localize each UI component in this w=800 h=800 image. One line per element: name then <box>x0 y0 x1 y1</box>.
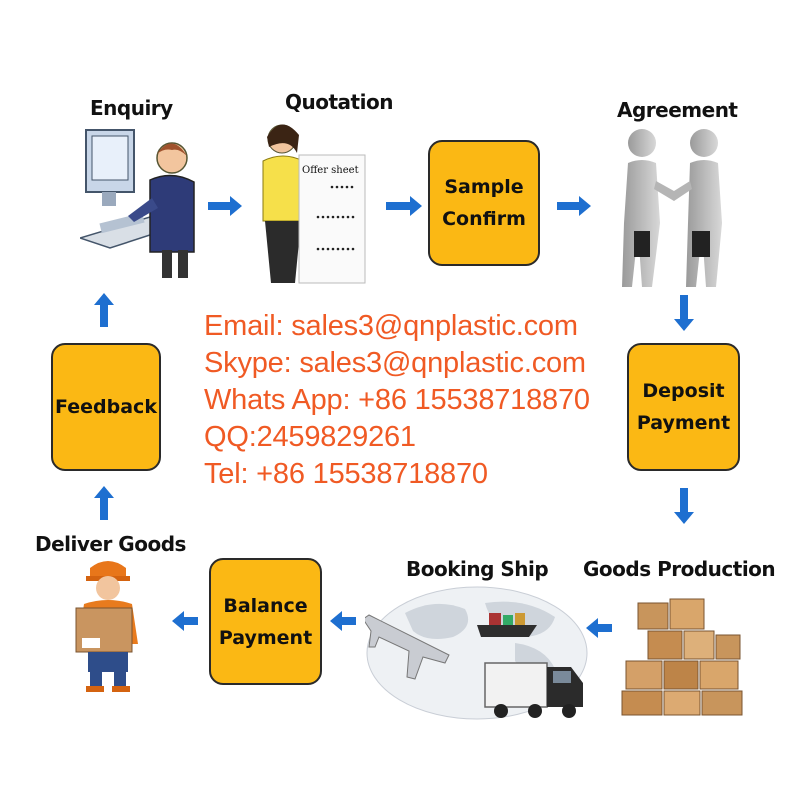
enquiry-label: Enquiry <box>90 96 173 120</box>
enquiry-person-computer-icon <box>80 129 195 278</box>
arrow-booking-to-balance <box>330 611 356 631</box>
arrow-feedback-to-enquiry <box>94 293 114 327</box>
quotation-woman-offer-sheet-icon <box>262 124 366 284</box>
arrow-quotation-to-sample <box>386 196 422 216</box>
balance-payment-line2: Payment <box>218 626 313 649</box>
contact-email: Email: sales3@qnplastic.com <box>204 310 578 342</box>
sample-confirm-line1: Sample <box>444 176 524 198</box>
arrow-balance-to-deliver <box>172 611 198 631</box>
arrow-production-to-booking <box>586 618 612 638</box>
goods-production-label: Goods Production <box>583 557 776 581</box>
arrow-deposit-to-production <box>674 488 694 524</box>
deliver-goods-label: Deliver Goods <box>35 532 186 556</box>
arrow-deliver-to-feedback <box>94 486 114 520</box>
deliver-goods-courier-icon <box>75 561 138 692</box>
contact-tel: Tel: +86 15538718870 <box>204 458 488 490</box>
feedback-text: Feedback <box>55 396 157 418</box>
feedback-box: Feedback <box>51 343 161 471</box>
offer-sheet-text: Offer sheet <box>302 165 359 176</box>
contact-whatsapp: Whats App: +86 15538718870 <box>204 384 590 416</box>
goods-production-boxes-icon <box>621 598 743 716</box>
offer-sheet-dots <box>316 185 355 251</box>
deposit-payment-line2: Payment <box>636 412 731 434</box>
balance-payment-line1: Balance <box>223 594 308 617</box>
booking-ship-label: Booking Ship <box>406 557 549 581</box>
sample-confirm-line2: Confirm <box>442 208 526 230</box>
arrow-enquiry-to-quotation <box>208 196 242 216</box>
arrow-sample-to-agreement <box>557 196 591 216</box>
agreement-label: Agreement <box>617 98 738 122</box>
quotation-label: Quotation <box>285 90 393 114</box>
contact-qq: QQ:2459829261 <box>204 421 416 453</box>
arrow-agreement-to-deposit <box>674 295 694 331</box>
contact-info: Email: sales3@qnplastic.com Skype: sales… <box>204 308 590 493</box>
contact-skype: Skype: sales3@qnplastic.com <box>204 347 586 379</box>
agreement-handshake-icon <box>622 129 722 287</box>
deposit-payment-line1: Deposit <box>642 380 725 402</box>
booking-ship-logistics-icon <box>365 586 588 720</box>
